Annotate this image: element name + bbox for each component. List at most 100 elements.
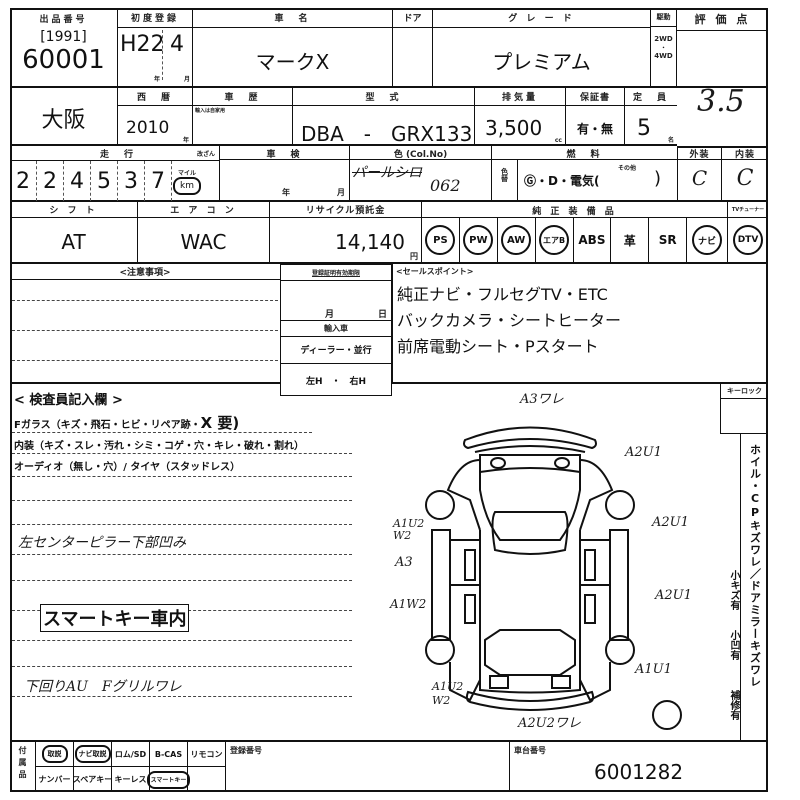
reg-expiry-box: 登録証明有効期限 月 日 輸入車 ディーラー・並行 左H ・ 右H [280,264,392,396]
color-change-label: 色替 [500,168,509,182]
import-label: 輸入車 [281,320,391,337]
inspection-label: 車 検 [220,146,349,160]
displacement-cell: 排気量 3,500 cc [475,88,566,146]
capacity: 5 [637,116,651,141]
steering: 左H ・ 右H [281,363,391,387]
inspector-line [12,524,352,525]
inspector-line [12,476,352,477]
auction-sheet-frame [10,8,768,792]
handwritten-note-2: 下回りAU Fグリルワレ [24,679,182,695]
sales-point: 前席電動シート・Pスタート [397,337,599,356]
unit-select: マイル km [172,161,202,201]
odo-digit: 3 [118,161,145,201]
accessories-row-1: 取説 ナビ取説 ロム/SD B-CAS リモコン [36,742,226,767]
caution-line [12,300,278,301]
row2-border [10,88,677,146]
accessories-label: 付属品 [18,746,27,782]
western-year: 2010 [126,118,170,138]
equip-leather: 革 [611,218,650,262]
grade-label: グ レ ー ド [433,8,650,28]
equip-navi-label: ナビ [692,225,723,255]
grade: プレミアム [492,50,591,74]
displacement: 3,500 [485,116,543,140]
mark-right-front-fender: A2U1 [625,445,662,460]
mark-left-pillar: A3 [395,555,413,570]
inspection-month-unit: 月 [337,188,345,197]
capacity-cell: 定 員 5 名 [625,88,677,146]
acc-manual-label: 取説 [41,745,68,763]
warranty-cell: 保証書 有・無 [566,88,625,146]
inspector-line [12,432,312,433]
acc-manual: 取説 [36,742,74,766]
equipment-list: PS PW AW エアB ABS 革 SR ナビ [422,218,727,262]
acc-smart-key: スマートキー [146,767,191,792]
glass-text: Fガラス（キズ・飛石・ヒビ・リペア跡・ [14,420,201,431]
score: 3.5 [697,84,745,119]
reg-number-cell: 登録番号 [226,742,510,792]
year-unit: 年 [154,76,161,83]
spare-circle [652,700,682,730]
first-reg-cell: 初度登録 H22 4 年 月 [118,8,193,88]
history-cell: 車 歴 輸入は自家用 [193,88,293,146]
accessories-row-2: ナンバー スペアキー キーレス スマートキー [36,767,226,792]
color-code: 062 [430,176,461,195]
row1-border [10,8,768,88]
equip-navi: ナビ [687,218,727,262]
reg-day: 日 [377,310,387,320]
drive-4wd: 4WD [654,52,673,60]
scale-repaired: 補修有 [728,690,739,720]
drive-cell: 駆動 2WD ・ 4WD [651,8,677,88]
inspector-line [12,453,352,454]
row3-border [10,146,768,202]
scale-small-dent: 小凹有 [728,630,739,660]
scale-small-scratch: 小キズ有 [728,570,739,610]
sales-points-area: <セールスポイント> 純正ナビ・フルセグTV・ETC バックカメラ・シートヒータ… [392,264,768,384]
odo-digit: 2 [37,161,64,201]
inspector-line [12,696,352,697]
inspector-line [12,580,352,581]
model: DBA - GRX133 [301,122,473,146]
drive-2wd: 2WD [654,35,673,43]
mark-left-front-door: A1U2 W2 [393,517,425,542]
interior-text: 内装（キズ・スレ・汚れ・シミ・コゲ・穴・キレ・破れ・割れ） [14,441,304,452]
recycle-cell: リサイクル預託金 14,140 円 [270,202,422,264]
shift: AT [61,230,86,254]
mark-right-front-door: A2U1 [652,515,689,530]
capacity-label: 定 員 [625,88,677,106]
mark-front: A3ワレ [520,392,564,407]
reg-number-label: 登録番号 [230,746,262,755]
chassis-number: 6001282 [594,760,684,784]
equipment-label: 純 正 装 備 品 [422,202,727,218]
warranty: 有・無 [576,122,613,136]
model-cell: 型 式 DBA - GRX133 [293,88,475,146]
drive-dot: ・ [660,45,667,52]
acc-navi-manual-label: ナビ取説 [74,745,111,763]
fuel-options: Ⓖ・D・電気( [524,174,600,188]
tuner-cell: TVチューナー DTV [728,202,768,264]
displacement-label: 排気量 [475,88,565,106]
exterior-label: 外装 [678,146,721,160]
acc-smart-key-label: スマートキー [146,770,191,789]
first-reg-label: 初度登録 [118,8,192,28]
reg-month: 月 [325,310,335,320]
sales-label: <セールスポイント> [396,267,474,276]
equip-abs: ABS [574,218,612,262]
door-cell: ドア [393,8,433,88]
car-damage-diagram [425,426,635,711]
reg-expiry-label: 登録証明有効期限 [281,265,391,281]
car-name-cell: 車 名 マークX [193,8,393,88]
mileage-header: 走 行 改ざん [10,146,219,161]
odometer: 2 2 4 5 3 7 マイル km [10,161,219,201]
interior-label: 内装 [722,146,768,160]
inspector-area: < 検査員記入欄 > Fガラス（キズ・飛石・ヒビ・リペア跡・X 要) 内装（キズ… [10,384,378,740]
lot-cell: 出品番号 [1991] 60001 [10,8,118,88]
odo-digit: 7 [145,161,172,201]
equip-airbag: エアB [536,218,574,262]
model-label: 型 式 [293,88,474,106]
caution-area: <注意事項> [10,264,280,384]
acc-empty [188,767,226,792]
side-notes: ホイル・CPキズワレ／ドアミラーキズワレ [740,434,768,740]
mark-left-rear-door: A1W2 [390,597,427,611]
date-divider [162,30,163,80]
row4-border [10,202,768,264]
